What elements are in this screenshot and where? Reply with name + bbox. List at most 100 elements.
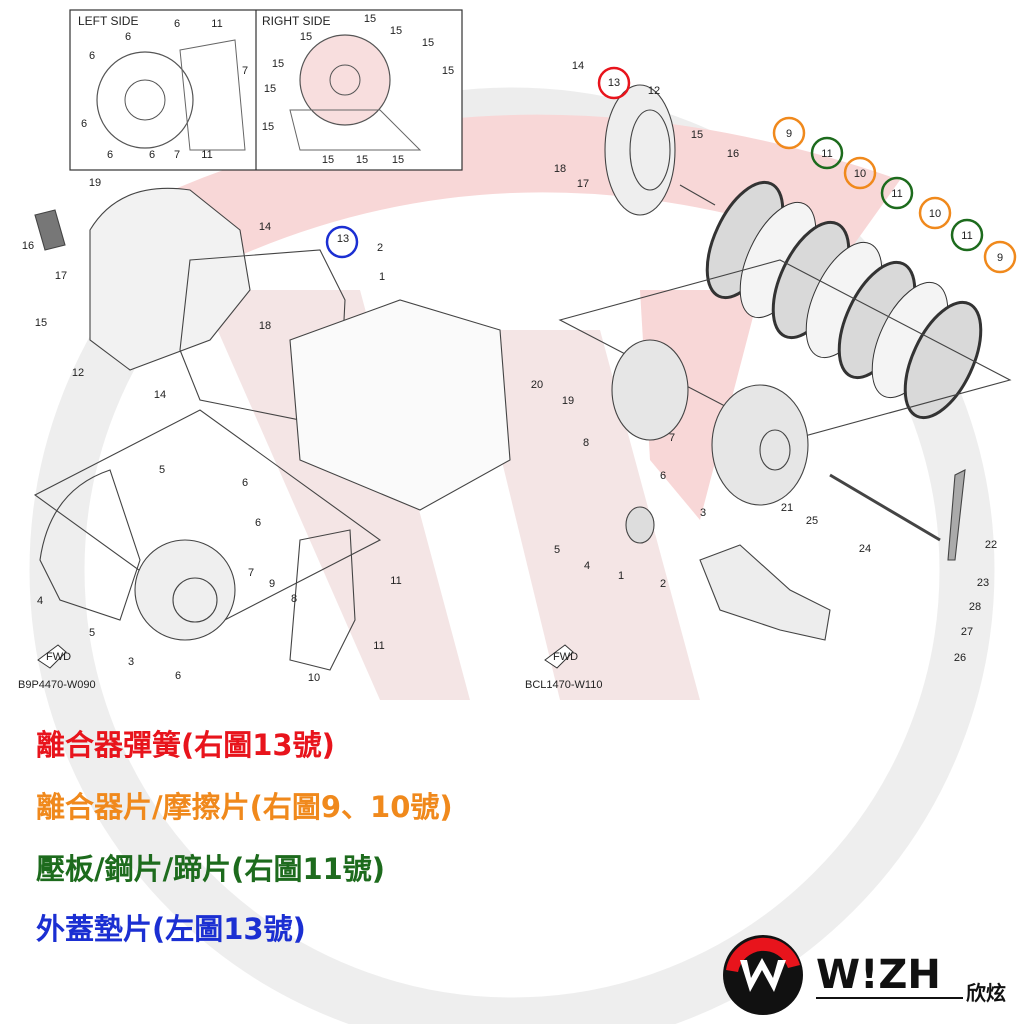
caption-steel-plates: 壓板/鋼片/蹄片(右圖11號) — [36, 852, 386, 886]
part-number-label: 11 — [390, 575, 401, 587]
inset-part-label: 6 — [174, 18, 180, 30]
logo-w-mark — [740, 958, 786, 992]
part-number-label: 10 — [308, 672, 320, 684]
part-number-label: 3 — [128, 656, 134, 668]
inset-part-label: 6 — [89, 50, 95, 62]
inset-part-label: 15 — [364, 13, 376, 25]
part-number-label: 21 — [781, 502, 793, 514]
part-number-label: 16 — [727, 148, 739, 160]
fwd-arrow-right: FWD — [544, 644, 578, 669]
inset-part-label: 6 — [149, 149, 155, 161]
part-number-label: 11 — [373, 640, 384, 652]
part-number-label: 18 — [554, 163, 566, 175]
part-number-label: 7 — [248, 567, 254, 579]
part-number-label: 25 — [806, 515, 818, 527]
part-number-label: 20 — [531, 379, 543, 391]
inset-part-label: 15 — [272, 58, 284, 70]
fwd-arrow-left: FWD — [37, 644, 71, 669]
logo-brand-text: W!ZH — [816, 952, 941, 998]
inset-part-label: 6 — [125, 31, 131, 43]
part-number-label: 9 — [997, 252, 1003, 264]
inset-part-label: 15 — [262, 121, 274, 133]
part-number-label: 11 — [891, 188, 902, 200]
part-number-label: 18 — [259, 320, 271, 332]
inset-part-label: 7 — [174, 149, 180, 161]
part-number-label: 3 — [700, 507, 706, 519]
part-number-label: 19 — [562, 395, 574, 407]
part-number-label: 23 — [977, 577, 989, 589]
fwd-label: FWD — [553, 651, 578, 663]
part-number-label: 17 — [577, 178, 589, 190]
logo-chinese-text: 欣炫 — [966, 981, 1006, 1005]
part-number-label: 10 — [854, 168, 866, 180]
friction-plate — [903, 300, 983, 420]
inset-part-label: 15 — [422, 37, 434, 49]
part-number-label: 5 — [89, 627, 95, 639]
green-highlight-circle — [810, 136, 844, 170]
inset-part-label: 6 — [107, 149, 113, 161]
part-number-label: 16 — [22, 240, 34, 252]
part-number-label: 14 — [259, 221, 271, 233]
part-number-label: 9 — [786, 128, 792, 140]
part-number-label: 6 — [660, 470, 666, 482]
caption-friction-plates: 離合器片/摩擦片(右圖9、10號) — [36, 790, 453, 824]
part-number-label: 14 — [154, 389, 166, 401]
orange-highlight-circle — [918, 196, 952, 230]
part-number-label: 27 — [961, 626, 973, 638]
inset-part-label: 15 — [264, 83, 276, 95]
blue-highlight-circle — [325, 225, 359, 259]
part-number-label: 10 — [929, 208, 941, 220]
caption-clutch-spring: 離合器彈簧(右圖13號) — [36, 728, 335, 762]
part-number-label: 22 — [985, 539, 997, 551]
part-number-label: 4 — [37, 595, 43, 607]
part-number-label: 2 — [660, 578, 666, 590]
part-number-label: 26 — [954, 652, 966, 664]
part-number-label: 9 — [269, 578, 275, 590]
part-number-label: 1 — [379, 271, 385, 283]
part-number-label: 12 — [72, 367, 84, 379]
part-number-label: 8 — [583, 437, 589, 449]
part-number-label: 15 — [35, 317, 47, 329]
part-number-label: 24 — [859, 543, 871, 555]
caption-cover-gasket: 外蓋墊片(左圖13號) — [36, 912, 306, 946]
inset-part-label: 15 — [392, 154, 404, 166]
part-number-label: 11 — [821, 148, 832, 160]
inset-part-label: 15 — [356, 154, 368, 166]
inset-side-views: LEFT SIDE RIGHT SIDE 6 6 11 6 7 6 6 6 7 11 15 15 15… — [69, 9, 463, 171]
part-number-label: 17 — [55, 270, 67, 282]
left-diagram-parts — [33, 187, 511, 671]
part-number-label: 5 — [159, 464, 165, 476]
part-number-label: 2 — [377, 242, 383, 254]
wizh-logo: W!ZH 欣炫 — [723, 935, 1006, 1015]
orange-highlight-circle — [983, 240, 1017, 274]
part-number-label: 11 — [961, 230, 972, 242]
left-diagram-code: B9P4470-W090 — [18, 679, 96, 691]
part-number-label: 6 — [242, 477, 248, 489]
right-diagram-code: BCL1470-W110 — [525, 679, 602, 691]
fwd-label: FWD — [46, 651, 71, 663]
part-number-label: 28 — [969, 601, 981, 613]
part-number-label: 15 — [691, 129, 703, 141]
part-number-label: 12 — [648, 85, 660, 97]
inset-part-label: 7 — [242, 65, 248, 77]
part-number-label: 19 — [89, 177, 101, 189]
inset-part-label: 11 — [211, 18, 222, 30]
part-number-label: 4 — [584, 560, 590, 572]
part-number-label: 8 — [291, 593, 297, 605]
inset-part-label: 11 — [201, 149, 212, 161]
part-number-label: 13 — [608, 77, 620, 89]
inset-right-title: RIGHT SIDE — [262, 14, 330, 28]
inset-part-label: 6 — [81, 118, 87, 130]
red-highlight-circle — [597, 66, 631, 100]
inset-left-title: LEFT SIDE — [78, 14, 138, 28]
part-number-label: 1 — [618, 570, 624, 582]
part-number-label: 14 — [572, 60, 584, 72]
inset-part-label: 15 — [442, 65, 454, 77]
inset-part-label: 15 — [322, 154, 334, 166]
part-number-label: 5 — [554, 544, 560, 556]
part-number-label: 7 — [669, 432, 675, 444]
orange-highlight-circle — [843, 156, 877, 190]
part-number-label: 6 — [175, 670, 181, 682]
